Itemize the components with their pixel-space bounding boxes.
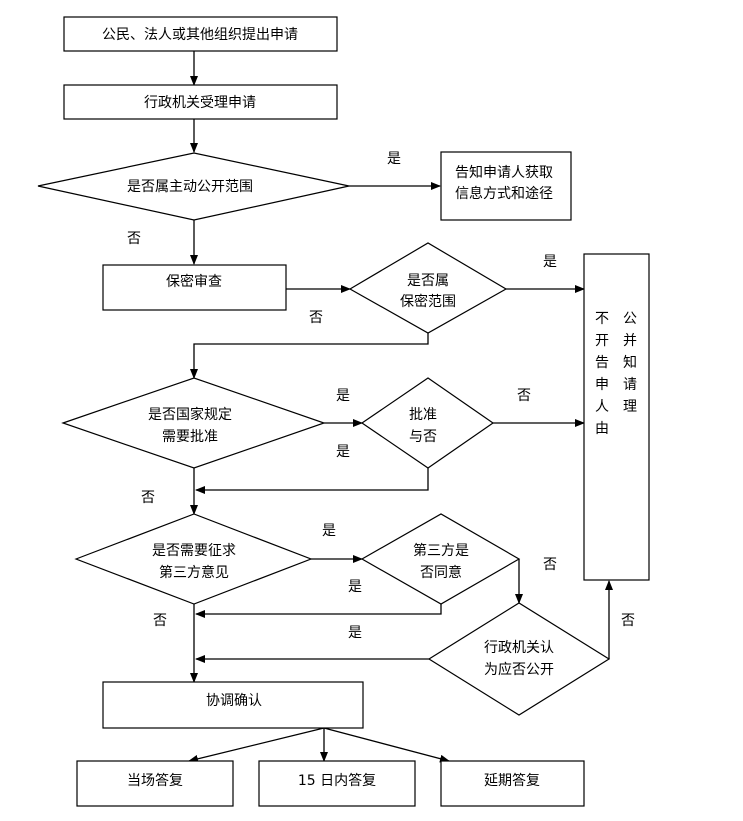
text-state-2: 需要批准 (162, 429, 218, 445)
text-coordinate: 协调确认 (206, 693, 262, 709)
label-yes: 是 (336, 444, 350, 460)
decision-third-party (74, 513, 313, 605)
label-yes: 是 (387, 151, 401, 167)
text-agency-1: 行政机关认 (484, 640, 554, 656)
node-reply-delay (440, 760, 585, 807)
refuse-char: 告 (595, 355, 609, 371)
decision-third-agree (360, 513, 521, 605)
decision-agency (427, 602, 611, 716)
node-secrecy-review (102, 264, 287, 311)
refuse-char: 理 (623, 399, 637, 415)
refuse-text: 不 开 告 申 人 由 公 并 知 请 理 (595, 311, 637, 437)
refuse-char: 不 (595, 311, 609, 327)
text-active-scope: 是否属主动公开范围 (127, 178, 253, 195)
node-apply (63, 16, 338, 52)
text-secret-2: 保密范围 (400, 293, 456, 310)
text-reply-now: 当场答复 (127, 772, 183, 789)
text-approved-1: 批准 (409, 407, 437, 423)
text-reply-delay: 延期答复 (484, 772, 540, 789)
text-agency-2: 为应否公开 (484, 661, 554, 678)
arrow-coord-now (188, 727, 325, 763)
text-apply: 公民、法人或其他组织提出申请 (102, 27, 298, 43)
text-reply-15: 15 日内答复 (298, 772, 376, 789)
node-reply-15 (258, 760, 416, 807)
refuse-char: 由 (595, 421, 609, 437)
decision-approved (360, 377, 495, 469)
refuse-char: 公 (623, 311, 637, 327)
connectors (188, 51, 613, 763)
refuse-char: 知 (623, 354, 637, 371)
text-approved-2: 与否 (409, 429, 437, 445)
refuse-char: 申 (595, 377, 609, 393)
decision-active-scope (37, 152, 350, 221)
decision-secret-scope (348, 242, 508, 334)
text-agree-2: 否同意 (420, 564, 462, 581)
node-coordinate (102, 681, 364, 729)
label-no: 否 (141, 490, 155, 506)
node-reply-now (76, 760, 234, 807)
arrow-agree-back (195, 604, 442, 618)
refuse-char: 请 (623, 377, 637, 393)
node-refuse (583, 253, 650, 581)
label-yes: 是 (348, 579, 362, 595)
label-yes: 是 (543, 254, 557, 270)
refuse-char: 并 (623, 333, 637, 349)
text-third-2: 第三方意见 (159, 564, 229, 581)
label-no: 否 (543, 557, 557, 573)
decision-state-approval (61, 377, 326, 469)
label-yes: 是 (336, 388, 350, 404)
label-no: 否 (127, 231, 141, 247)
text-accept: 行政机关受理申请 (144, 95, 256, 111)
text-secret-1: 是否属 (407, 273, 449, 289)
text-notify-2: 信息方式和途径 (455, 185, 553, 202)
label-no: 否 (517, 388, 531, 404)
label-no: 否 (153, 613, 167, 629)
text-secrecy-review: 保密审查 (166, 273, 222, 290)
node-accept (63, 84, 338, 120)
arrow-secret-state (190, 333, 429, 379)
text-state-1: 是否国家规定 (148, 406, 232, 423)
text-third-1: 是否需要征求 (152, 543, 236, 559)
label-no: 否 (621, 613, 635, 629)
refuse-char: 人 (595, 399, 609, 415)
node-notify-way (440, 151, 572, 221)
refuse-char: 开 (595, 333, 609, 349)
arrow-coord-delay (323, 727, 450, 763)
label-no: 否 (309, 310, 323, 326)
text-agree-1: 第三方是 (413, 542, 469, 559)
label-yes: 是 (348, 625, 362, 641)
label-yes: 是 (322, 523, 336, 539)
arrow-approved-back (195, 468, 429, 494)
text-notify-1: 告知申请人获取 (455, 164, 553, 181)
